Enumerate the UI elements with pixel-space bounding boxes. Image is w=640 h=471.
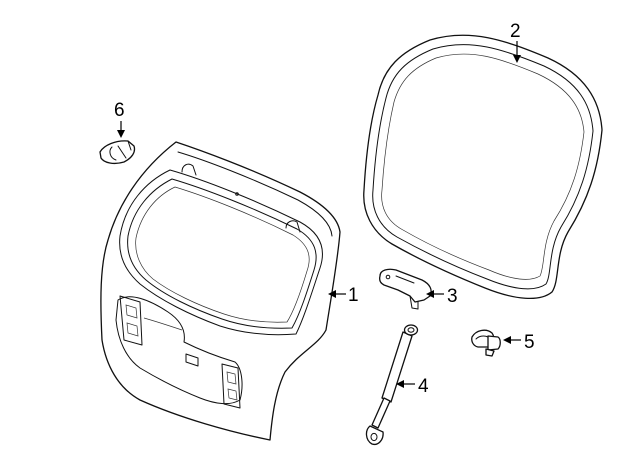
lift-gate-hinge [378,268,432,310]
lift-gate [100,141,341,441]
callout-3-label: 3 [447,286,458,307]
leader-lines [117,41,521,388]
bumper-stop [471,329,501,357]
callout-5-label: 5 [524,332,535,353]
callout-6-label: 6 [114,100,125,121]
support-strut [365,324,419,446]
callout-2-label: 2 [510,21,521,42]
callout-4-label: 4 [418,376,429,397]
weatherstrip-seal [363,34,603,300]
retainer-clip [99,140,136,165]
callout-1-label: 1 [348,285,359,306]
